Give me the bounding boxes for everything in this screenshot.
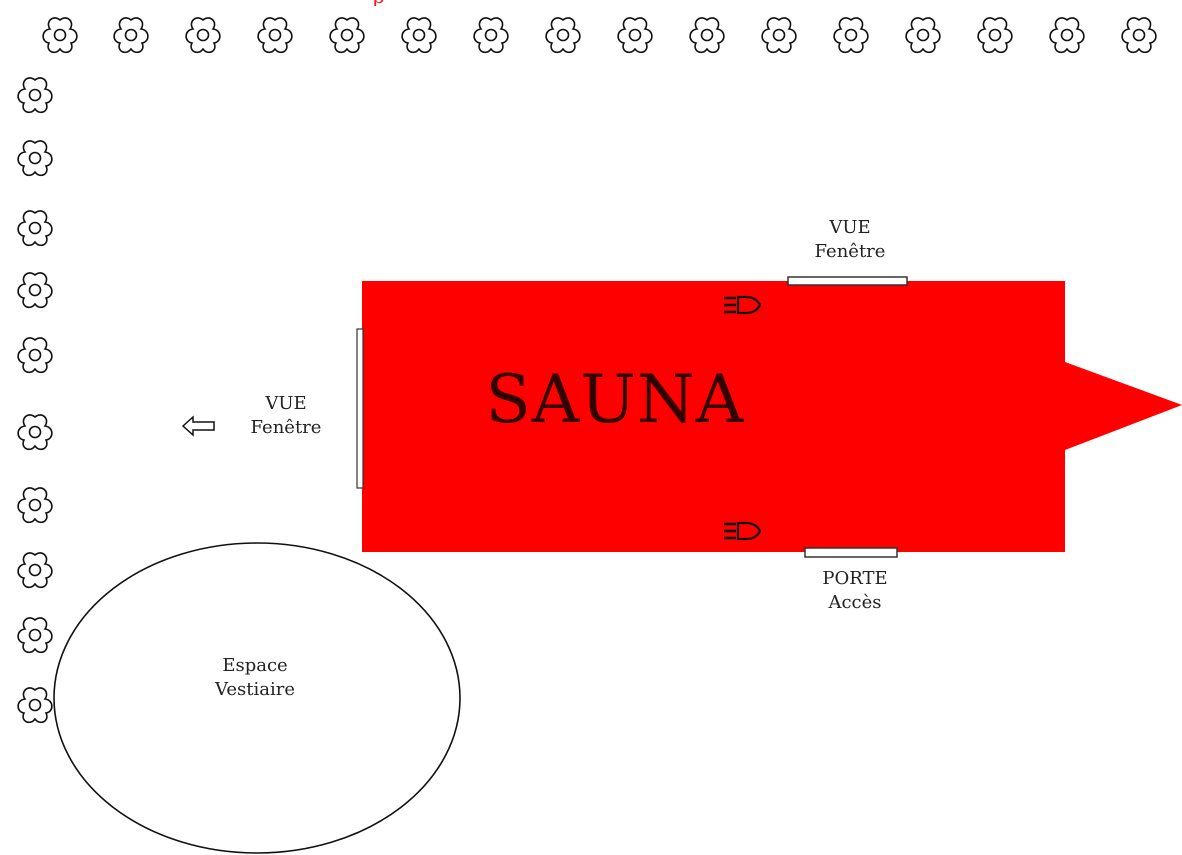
- flower-icon: [761, 17, 797, 54]
- flower-icon: [17, 210, 53, 247]
- top-window-label: VUE Fenêtre: [800, 216, 900, 264]
- flower-icon: [17, 140, 53, 177]
- top-mark-text: p: [372, 0, 412, 6]
- flower-icon: [257, 17, 293, 54]
- flower-icon: [185, 17, 221, 54]
- changing-area: [53, 542, 461, 854]
- access-door: [804, 547, 898, 558]
- left-window: [356, 328, 364, 489]
- flower-icon: [17, 617, 53, 654]
- flower-icon: [833, 17, 869, 54]
- flower-icon: [329, 17, 365, 54]
- arrow-left-icon: [181, 415, 215, 437]
- flower-icon: [905, 17, 941, 54]
- flower-icon: [42, 17, 78, 54]
- door-label: PORTE Accès: [805, 567, 905, 615]
- flower-icon: [401, 17, 437, 54]
- changing-area-label: Espace Vestiaire: [195, 654, 315, 702]
- sauna-point: [1065, 362, 1182, 450]
- flower-icon: [617, 17, 653, 54]
- flower-icon: [17, 487, 53, 524]
- flower-icon: [1049, 17, 1085, 54]
- flower-icon: [113, 17, 149, 54]
- door-line2: Accès: [828, 592, 882, 613]
- flower-icon: [17, 272, 53, 309]
- top-window: [787, 276, 908, 286]
- flower-icon: [17, 687, 53, 724]
- top-window-line2: Fenêtre: [814, 241, 886, 262]
- flower-icon: [545, 17, 581, 54]
- flower-border-top: [42, 17, 1157, 54]
- door-line1: PORTE: [822, 568, 888, 589]
- flower-icon: [17, 77, 53, 114]
- changing-area-line2: Vestiaire: [215, 679, 295, 700]
- sauna-title: SAUNA: [485, 361, 745, 438]
- flower-icon: [17, 552, 53, 589]
- left-window-label: VUE Fenêtre: [236, 392, 336, 440]
- flower-border-left: [17, 77, 53, 724]
- flower-icon: [977, 17, 1013, 54]
- flower-icon: [17, 414, 53, 451]
- left-window-line1: VUE: [265, 393, 307, 414]
- flower-icon: [1121, 17, 1157, 54]
- flower-icon: [17, 337, 53, 374]
- flower-icon: [689, 17, 725, 54]
- flower-icon: [473, 17, 509, 54]
- top-window-line1: VUE: [829, 217, 871, 238]
- sauna-room: [362, 281, 1065, 552]
- left-window-line2: Fenêtre: [250, 417, 322, 438]
- changing-area-line1: Espace: [222, 655, 288, 676]
